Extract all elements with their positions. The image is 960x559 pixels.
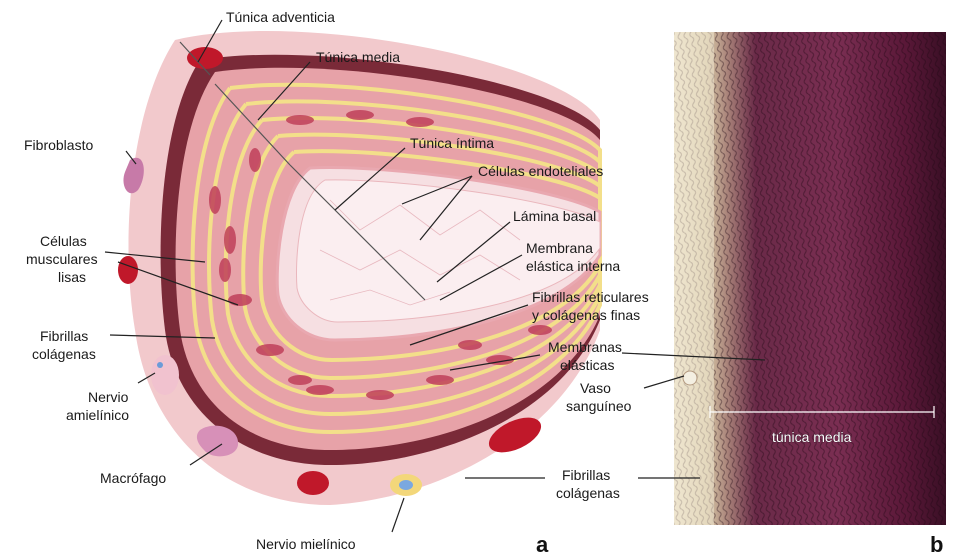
rbc-bottom: [297, 471, 329, 495]
micrograph-fiber-texture: [674, 32, 946, 525]
micro-label-tunica-media: túnica media: [772, 429, 852, 445]
label-fibrillas-colagenas-right-l1: Fibrillas: [562, 467, 610, 483]
myelinated-nerve-core: [399, 480, 413, 490]
label-celulas-endoteliales: Células endoteliales: [478, 163, 603, 179]
label-fibrillas-reticulares-l1: Fibrillas reticulares: [532, 289, 649, 305]
label-fibroblasto: Fibroblasto: [24, 137, 93, 153]
label-macrofago: Macrófago: [100, 470, 166, 486]
label-lamina-basal: Lámina basal: [513, 208, 596, 224]
label-fibrillas-colagenas-left-l2: colágenas: [32, 346, 96, 362]
label-vaso-sanguineo-l1: Vaso: [580, 380, 611, 396]
micrograph-adventitia-zone: [674, 32, 714, 525]
label-fibrillas-colagenas-left-l1: Fibrillas: [40, 328, 88, 344]
unmyelinated-nerve: [151, 355, 179, 395]
panel-letter-b: b: [930, 532, 943, 557]
panel-b-micrograph: túnica media b: [622, 32, 946, 557]
label-nervio-amielinico-l1: Nervio: [88, 389, 129, 405]
label-tunica-media: Túnica media: [316, 49, 400, 65]
label-membranas-elasticas-l1: Membranas: [548, 339, 622, 355]
label-nervio-mielinico: Nervio mielínico: [256, 536, 356, 552]
label-nervio-amielinico-l2: amielínico: [66, 407, 129, 423]
label-membrana-elastica-interna-l2: elástica interna: [526, 258, 620, 274]
rbc-left: [118, 256, 138, 284]
panel-letter-a: a: [536, 532, 549, 557]
label-celulas-musculares-l2: musculares: [26, 251, 98, 267]
label-membrana-elastica-interna-l1: Membrana: [526, 240, 593, 256]
label-vaso-sanguineo-l2: sanguíneo: [566, 398, 632, 414]
micrograph-blood-vessel: [683, 371, 697, 385]
label-tunica-adventicia: Túnica adventicia: [226, 9, 335, 25]
label-fibrillas-colagenas-right-l2: colágenas: [556, 485, 620, 501]
unmyelinated-nerve-core: [157, 362, 163, 368]
label-celulas-musculares-l1: Células: [40, 233, 87, 249]
label-celulas-musculares-l3: lisas: [58, 269, 86, 285]
label-tunica-intima: Túnica íntima: [410, 135, 494, 151]
label-fibrillas-reticulares-l2: y colágenas finas: [532, 307, 640, 323]
label-membranas-elasticas-l2: elásticas: [560, 357, 614, 373]
